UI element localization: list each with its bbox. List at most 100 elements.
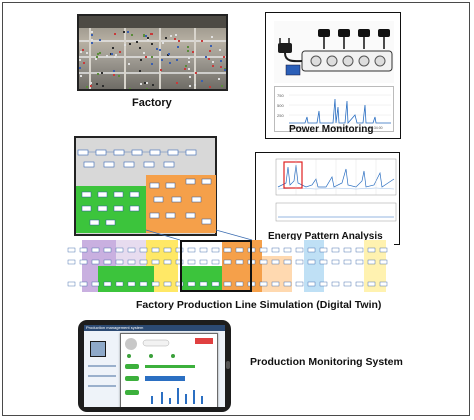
worker-dot	[113, 74, 115, 76]
station-box	[211, 259, 220, 265]
energy-pattern-panel	[255, 152, 400, 245]
worker-dot	[178, 40, 180, 42]
worker-dot	[159, 49, 161, 51]
station-box	[319, 281, 328, 287]
factory-photo	[77, 14, 228, 91]
worker-dot	[99, 52, 101, 54]
worker-dot	[140, 83, 142, 85]
worker-dot	[95, 58, 97, 60]
station-box	[127, 247, 136, 253]
worker-dot	[136, 41, 138, 43]
worker-dot	[114, 56, 116, 58]
worker-dot	[220, 60, 222, 62]
worker-dot	[195, 72, 197, 74]
worker-dot	[113, 70, 115, 72]
station-box	[271, 247, 280, 253]
station-box	[163, 247, 172, 253]
worker-dot	[212, 65, 214, 67]
station-box	[151, 247, 160, 253]
worker-dot	[80, 75, 82, 77]
worker-dot	[187, 46, 189, 48]
worker-dot	[140, 59, 142, 61]
tablet-icon: Production management system	[78, 320, 231, 412]
station-box	[67, 247, 76, 253]
station-box	[319, 259, 328, 265]
worker-dot	[91, 31, 93, 33]
station-box	[139, 247, 148, 253]
station-box	[367, 281, 376, 287]
worker-dot	[106, 55, 108, 57]
worker-dot	[90, 85, 92, 87]
station-box	[151, 259, 160, 265]
worker-dot	[82, 49, 84, 51]
station-box	[115, 247, 124, 253]
station-box	[103, 281, 112, 287]
worker-dot	[177, 46, 179, 48]
worker-dot	[220, 66, 222, 68]
station-box	[103, 247, 112, 253]
station-box	[91, 247, 100, 253]
station-box	[235, 259, 244, 265]
station-box	[307, 281, 316, 287]
station-box	[103, 259, 112, 265]
station-box	[235, 281, 244, 287]
station-box	[343, 281, 352, 287]
station-box	[307, 247, 316, 253]
worker-dot	[151, 63, 153, 65]
worker-dot	[201, 40, 203, 42]
station-box	[331, 281, 340, 287]
worker-dot	[91, 34, 93, 36]
station-box	[223, 259, 232, 265]
station-box	[139, 259, 148, 265]
worker-dot	[102, 85, 104, 87]
worker-dot	[112, 47, 114, 49]
station-box	[187, 247, 196, 253]
worker-dot	[90, 82, 92, 84]
caption-factory: Factory	[132, 97, 172, 109]
station-box	[187, 259, 196, 265]
station-box	[91, 281, 100, 287]
station-box	[175, 259, 184, 265]
station-box	[187, 281, 196, 287]
worker-dot	[79, 59, 81, 61]
worker-dot	[145, 35, 147, 37]
worker-dot	[99, 39, 101, 41]
worker-dot	[210, 45, 212, 47]
simulation-green-zone	[76, 186, 146, 233]
station-box	[355, 259, 364, 265]
plug-icon	[278, 38, 303, 63]
worker-dot	[97, 53, 99, 55]
worker-dot	[111, 53, 113, 55]
worker-dot	[169, 62, 171, 64]
worker-dot	[114, 33, 116, 35]
worker-dot	[221, 85, 223, 87]
station-box	[367, 247, 376, 253]
tablet-screen: Production management system	[84, 325, 225, 407]
worker-dot	[124, 44, 126, 46]
worker-dot	[156, 48, 158, 50]
station-box	[151, 281, 160, 287]
worker-dot	[184, 68, 186, 70]
worker-dot	[147, 39, 149, 41]
station-box	[259, 259, 268, 265]
worker-dot	[91, 39, 93, 41]
station-box	[199, 259, 208, 265]
worker-dot	[219, 49, 221, 51]
station-box	[223, 247, 232, 253]
worker-dot	[211, 36, 213, 38]
worker-dot	[223, 56, 225, 58]
worker-dot	[115, 54, 117, 56]
worker-dot	[208, 58, 210, 60]
worker-dot	[143, 34, 145, 36]
worker-dot	[151, 56, 153, 58]
worker-dot	[146, 82, 148, 84]
worker-dot	[86, 52, 88, 54]
worker-dot	[139, 70, 141, 72]
worker-dot	[201, 80, 203, 82]
svg-text:17:34:00: 17:34:00	[369, 126, 383, 130]
worker-dot	[80, 51, 82, 53]
worker-dot	[101, 72, 103, 74]
station-box	[163, 281, 172, 287]
station-box	[379, 259, 388, 265]
